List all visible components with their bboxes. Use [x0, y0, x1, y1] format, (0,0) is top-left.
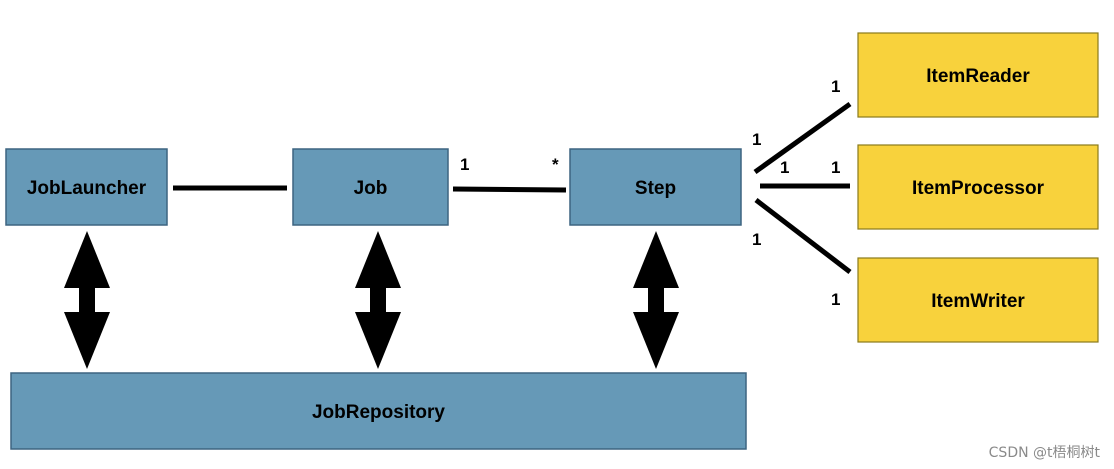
multiplicity-reader-end: 1	[831, 77, 840, 96]
step-reader-connector	[753, 101, 852, 175]
multiplicity-writer-end: 1	[831, 290, 840, 309]
job-label: Job	[354, 178, 388, 199]
step-writer-connector	[754, 198, 852, 274]
job-repository-arrow	[355, 231, 401, 369]
multiplicity-step-to-writer: 1	[752, 230, 761, 249]
launcher-repository-arrow	[64, 231, 110, 369]
item-writer-box: ItemWriter	[857, 257, 1099, 343]
item-processor-box: ItemProcessor	[857, 144, 1099, 230]
step-box: Step	[569, 148, 742, 226]
job-repository-label: JobRepository	[312, 402, 445, 423]
item-reader-box: ItemReader	[857, 32, 1099, 118]
item-reader-label: ItemReader	[926, 66, 1030, 87]
job-step-connector	[452, 186, 567, 193]
item-writer-label: ItemWriter	[931, 291, 1025, 312]
job-box: Job	[292, 148, 449, 226]
job-launcher-label: JobLauncher	[27, 178, 147, 199]
multiplicity-step-to-processor: 1	[780, 158, 789, 177]
step-label: Step	[635, 178, 676, 199]
multiplicity-step-side: *	[552, 155, 559, 174]
multiplicity-processor-end: 1	[831, 158, 840, 177]
multiplicity-step-to-reader: 1	[752, 130, 761, 149]
multiplicity-job-side: 1	[460, 155, 469, 174]
watermark-text: CSDN @t梧桐树t	[989, 445, 1101, 461]
job-launcher-box: JobLauncher	[5, 148, 168, 226]
item-processor-label: ItemProcessor	[912, 178, 1045, 199]
step-repository-arrow	[633, 231, 679, 369]
job-repository-box: JobRepository	[10, 372, 747, 450]
